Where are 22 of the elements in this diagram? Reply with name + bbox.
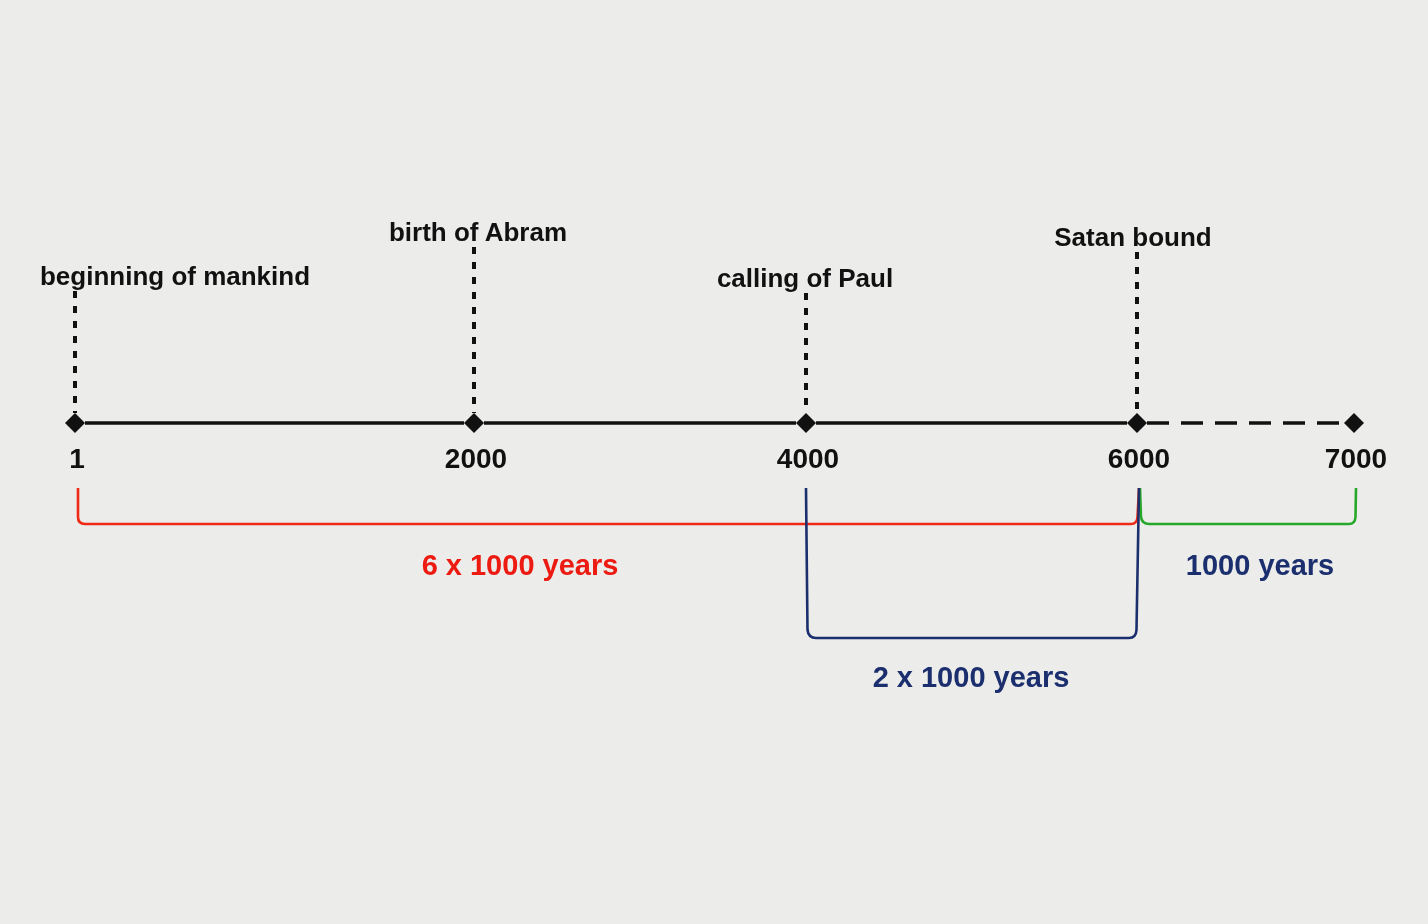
span-label: 6 x 1000 years: [421, 548, 619, 582]
event-label: calling of Paul: [716, 263, 894, 293]
diamond-marker: [65, 413, 85, 433]
span-label: 1000 years: [1185, 548, 1335, 582]
year-label: 2000: [444, 443, 508, 475]
diamond-marker: [1344, 413, 1364, 433]
diamond-marker: [796, 413, 816, 433]
timeline-line: [85, 421, 464, 425]
diamond-marker: [464, 413, 484, 433]
timeline-line: [816, 421, 1127, 425]
diamond-marker: [1127, 413, 1147, 433]
leader-line: [472, 247, 476, 413]
timeline-line: [484, 421, 796, 425]
leader-line: [73, 291, 77, 413]
year-label: 1: [69, 443, 85, 475]
event-label: birth of Abram: [388, 217, 568, 247]
year-label: 4000: [776, 443, 840, 475]
year-label: 6000: [1107, 443, 1171, 475]
event-label: beginning of mankind: [39, 261, 311, 291]
span-label: 2 x 1000 years: [872, 660, 1070, 694]
year-label: 7000: [1324, 443, 1388, 475]
event-label: Satan bound: [1054, 222, 1212, 252]
